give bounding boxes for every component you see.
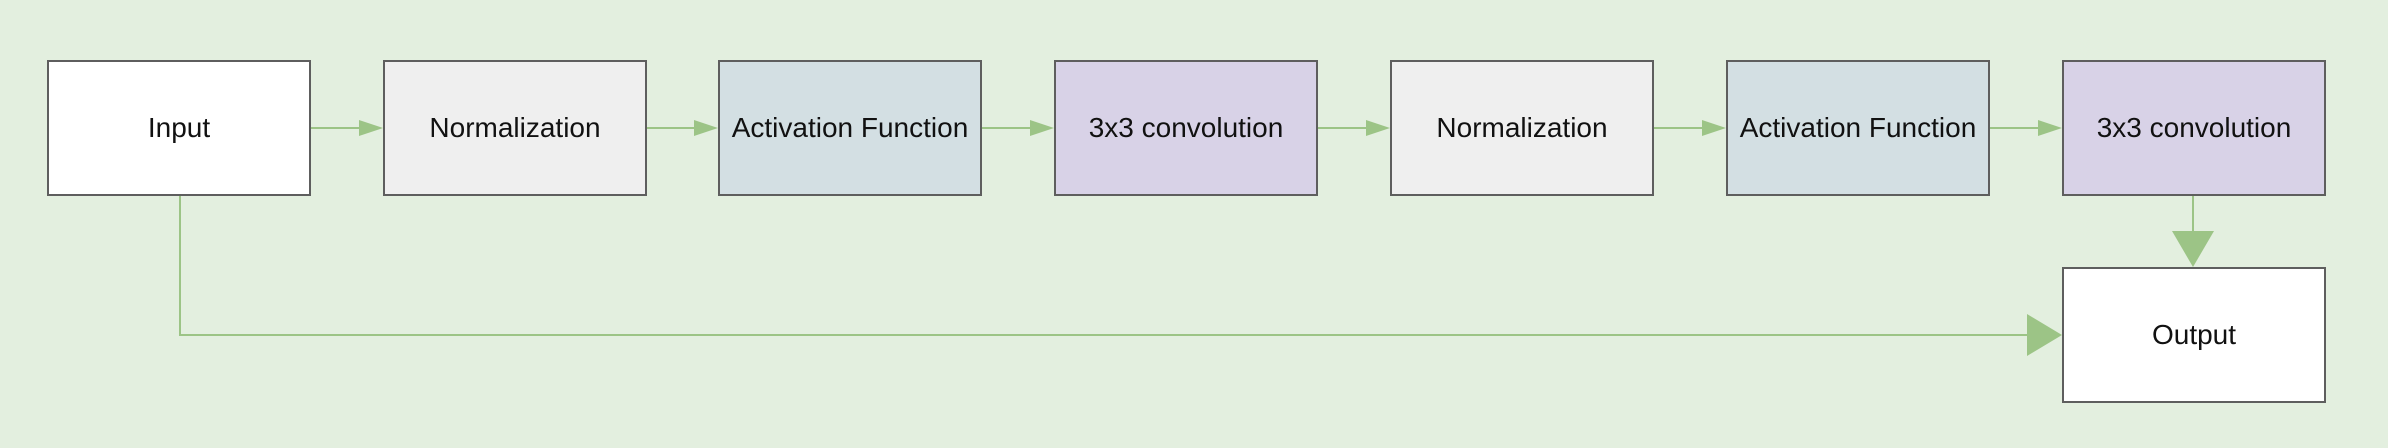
convolution-label: 3x3 convolution: [2096, 112, 2292, 143]
output-label: Output: [2151, 319, 2237, 350]
convolution-node-2: 3x3 convolution: [2062, 60, 2326, 196]
arrowhead: [359, 120, 383, 136]
convolution-node-1: 3x3 convolution: [1054, 60, 1318, 196]
arrowhead: [1366, 120, 1390, 136]
skip-connection-input-to-output: [179, 196, 2027, 336]
activation-function-label: Activation Function: [1739, 112, 1977, 143]
input-label: Input: [147, 112, 211, 143]
arrowhead: [694, 120, 718, 136]
normalization-node-2: Normalization: [1390, 60, 1654, 196]
activation-function-node-2: Activation Function: [1726, 60, 1990, 196]
activation-function-node-1: Activation Function: [718, 60, 982, 196]
arrowhead: [1702, 120, 1726, 136]
arrowhead: [2172, 231, 2214, 267]
normalization-label: Normalization: [429, 112, 601, 143]
normalization-node-1: Normalization: [383, 60, 647, 196]
input-node: Input: [47, 60, 311, 196]
arrowhead: [2027, 314, 2062, 356]
normalization-label: Normalization: [1436, 112, 1608, 143]
convolution-label: 3x3 convolution: [1088, 112, 1284, 143]
output-node: Output: [2062, 267, 2326, 403]
activation-function-label: Activation Function: [731, 112, 969, 143]
arrowhead: [1030, 120, 1054, 136]
arrowhead: [2038, 120, 2062, 136]
